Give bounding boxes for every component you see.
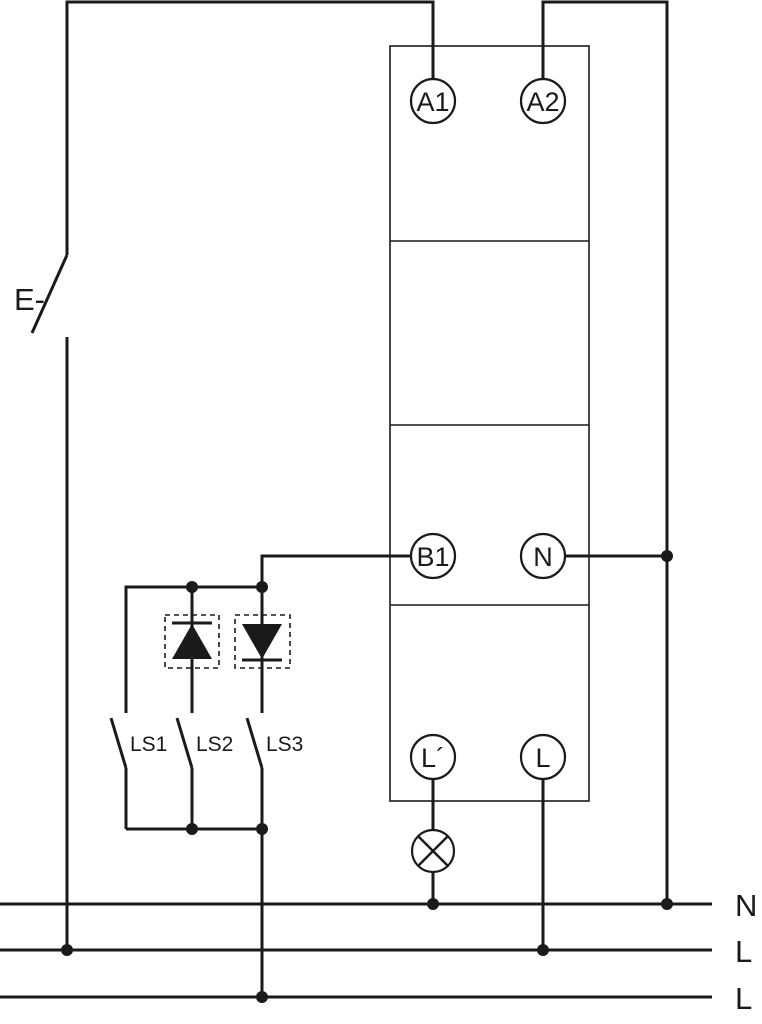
junction-dot [256, 823, 268, 835]
terminal-n: N [519, 532, 567, 580]
junction-dot [61, 944, 73, 956]
junction-dot [427, 898, 439, 910]
terminal-a2-label: A2 [526, 87, 559, 117]
rail-label-l-1: L [735, 934, 752, 969]
ls3-label: LS3 [266, 733, 303, 756]
junction-dot [256, 581, 268, 593]
wire-a2 [541, 0, 669, 904]
junction-dot [661, 550, 673, 562]
terminal-a2: A2 [519, 77, 567, 125]
rail-label-n: N [735, 888, 757, 923]
terminal-l: L [519, 733, 567, 781]
main-switch-contact [30, 254, 69, 334]
device-housing [389, 45, 590, 802]
wire-a1-upper [65, 0, 435, 255]
main-switch-label: E- [14, 282, 45, 317]
junction-dot [537, 944, 549, 956]
junction-dot [661, 898, 673, 910]
junction-dot [186, 823, 198, 835]
rail-label-l-2: L [735, 981, 752, 1016]
terminal-a1: A1 [409, 77, 457, 125]
terminal-l-prime-label: L´ [421, 743, 445, 773]
terminal-b1-label: B1 [416, 542, 449, 572]
diode-icon [164, 614, 220, 669]
junction-dot [186, 581, 198, 593]
terminal-n-label: N [533, 542, 553, 572]
terminal-a1-label: A1 [416, 87, 449, 117]
ls1-label: LS1 [130, 733, 167, 756]
terminal-b1: B1 [409, 532, 457, 580]
ls1-contact [109, 717, 128, 769]
wire-b1 [260, 554, 411, 587]
terminal-l-label: L [535, 743, 550, 773]
ls3-contact [245, 717, 264, 769]
diode-icon [234, 614, 291, 669]
lamp-icon [410, 828, 456, 874]
junction-dot [256, 991, 268, 1003]
ls2-contact [175, 717, 194, 769]
switch-top-bus [124, 585, 262, 713]
terminal-l-prime: L´ [409, 733, 457, 781]
ls2-label: LS2 [196, 733, 233, 756]
